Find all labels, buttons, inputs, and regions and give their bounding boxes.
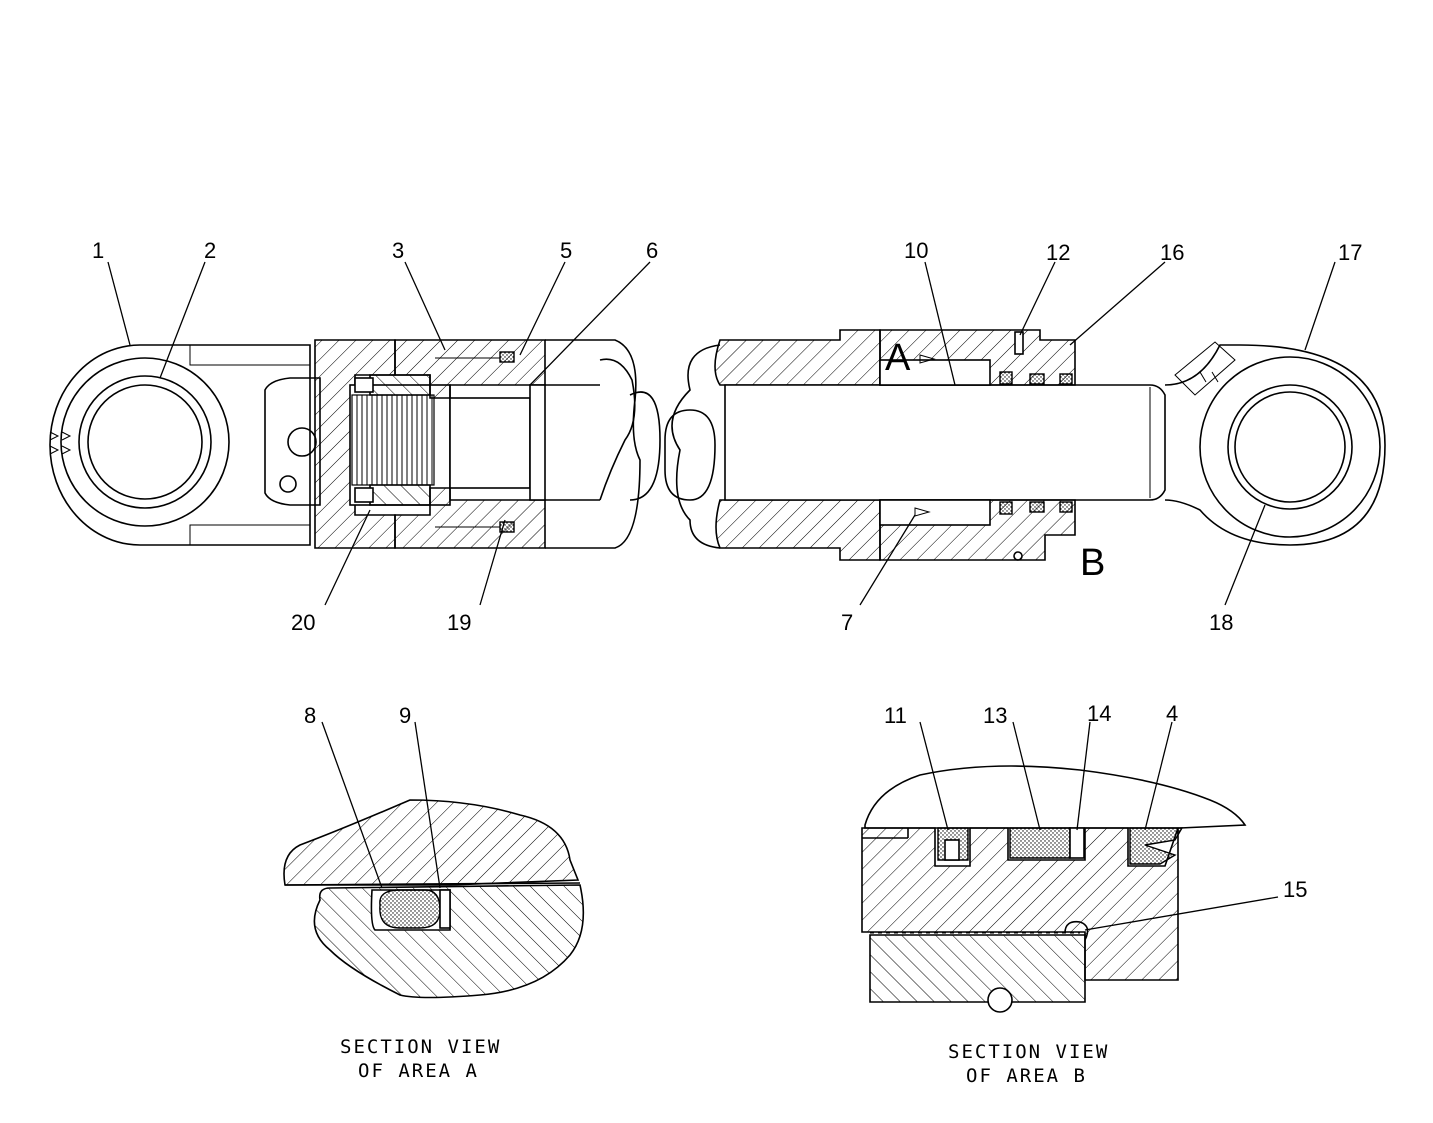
caption-b-line1: SECTION VIEW: [948, 1041, 1109, 1063]
callout-16: 16: [1160, 240, 1184, 265]
area-b-label: B: [1080, 542, 1105, 584]
callout-9: 9: [399, 703, 411, 728]
section-view-a: [283, 799, 585, 999]
rod-gland: [879, 329, 1076, 561]
area-a-label: A: [885, 337, 911, 379]
callout-12: 12: [1046, 240, 1070, 265]
callout-8: 8: [304, 703, 316, 728]
callout-18: 18: [1209, 610, 1233, 635]
main-leaders: [107, 261, 1336, 606]
leader-4: [1144, 721, 1173, 831]
callout-5: 5: [560, 238, 572, 263]
leader-14: [1076, 721, 1091, 831]
callout-6: 6: [646, 238, 658, 263]
caption-a-line1: SECTION VIEW: [340, 1036, 501, 1058]
leader-15: [1084, 896, 1279, 931]
callout-7: 7: [841, 610, 853, 635]
piston-rod: [724, 384, 1166, 501]
callout-13: 13: [983, 703, 1007, 728]
leader-11: [919, 721, 949, 831]
callout-4: 4: [1166, 701, 1178, 726]
callout-19: 19: [447, 610, 471, 635]
leader-8: [321, 721, 383, 889]
leader-9: [414, 721, 441, 889]
caption-a-line2: OF AREA A: [358, 1060, 479, 1082]
cylinder-head-left: [314, 339, 546, 549]
rod-end-eye: [1164, 341, 1386, 546]
callout-1: 1: [92, 238, 104, 263]
barrel-left-section: [545, 339, 661, 549]
callout-11: 11: [884, 703, 907, 728]
callout-2: 2: [204, 238, 216, 263]
barrel-right-section: [664, 329, 881, 561]
callout-20: 20: [291, 610, 315, 635]
leader-13: [1012, 721, 1041, 831]
callout-14: 14: [1087, 701, 1111, 726]
head-end-eye: [49, 344, 321, 546]
caption-b-line2: OF AREA B: [966, 1065, 1087, 1087]
callout-3: 3: [392, 238, 404, 263]
callout-10: 10: [904, 238, 928, 263]
callout-15: 15: [1283, 877, 1307, 902]
callout-17: 17: [1338, 240, 1362, 265]
section-view-b: [861, 765, 1247, 1013]
